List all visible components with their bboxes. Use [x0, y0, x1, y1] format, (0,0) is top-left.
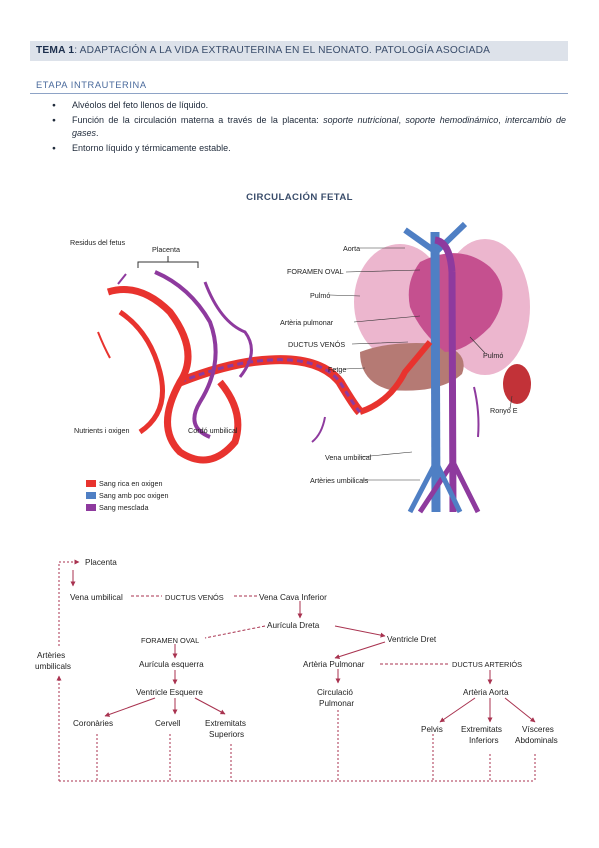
bullet-italic: intercambio de gases	[72, 115, 566, 138]
label-cordo: Cordó umbilical	[188, 426, 238, 435]
section-divider	[30, 93, 568, 94]
node-auricula-dreta: Aurícula Dreta	[267, 621, 320, 630]
chapter-title-rest: : ADAPTACIÓN A LA VIDA EXTRAUTERINA EN E…	[74, 45, 491, 56]
node-extremitats-inf-1: Extremitats	[461, 725, 502, 734]
node-coronaries: Coronàries	[73, 719, 113, 728]
label-vena-umbilical: Vena umbilical	[325, 453, 372, 462]
node-arteria-aorta: Artèria Aorta	[463, 688, 509, 697]
kidney-shape	[503, 364, 531, 404]
bullet-text: Función de la circulación materna a trav…	[72, 115, 324, 125]
label-placenta: Placenta	[152, 245, 180, 254]
bullet-italic: soporte nutricional	[323, 115, 399, 125]
bullet-sep: ,	[498, 115, 506, 125]
leader-lines	[329, 247, 513, 481]
arrow	[439, 697, 476, 723]
bullet-text: Entorno líquido y térmicamente estable.	[72, 143, 231, 153]
node-placenta: Placenta	[85, 558, 117, 567]
label-ductus-venos: DUCTUS VENÓS	[288, 340, 345, 349]
node-ductus-arterios: DUCTUS ARTERIÓS	[452, 660, 522, 669]
chapter-title-bold: TEMA 1	[36, 45, 75, 56]
label-arteria-pulmonar: Artèria pulmonar	[280, 318, 334, 327]
bullet-text: Alvéolos del feto llenos de líquido.	[72, 100, 209, 110]
circulation-flow-diagram: Placenta Vena umbilical DUCTUS VENÓS Ven…	[35, 558, 558, 782]
node-arteries-1: Artèries	[37, 651, 65, 660]
node-vena-cava: Vena Cava Inferior	[259, 593, 327, 602]
legend-label: Sang mesclada	[99, 503, 149, 512]
node-arteria-pulmonar: Artèria Pulmonar	[303, 660, 365, 669]
legend-label: Sang rica en oxigen	[99, 479, 163, 488]
node-extremitats-inf-2: Inferiors	[469, 736, 499, 745]
node-auricula-esquerra: Aurícula esquerra	[139, 660, 204, 669]
label-aorta: Aorta	[343, 244, 360, 253]
placenta-vessel-purple	[154, 270, 218, 439]
label-ronyo: Ronyó E	[490, 406, 518, 415]
node-circulacio-2: Pulmonar	[319, 699, 354, 708]
bullet-item: Entorno líquido y térmicamente estable.	[36, 142, 566, 155]
flow-arrow	[473, 386, 480, 438]
placenta-vessel-red-2	[118, 309, 165, 435]
return-line-top	[58, 559, 80, 646]
flow-arrow	[97, 331, 111, 359]
flow-arrow	[311, 416, 326, 443]
bullet-sep: .	[96, 128, 99, 138]
node-visceres-1: Vísceres	[522, 725, 554, 734]
arrow	[194, 697, 226, 715]
arrow	[334, 625, 386, 638]
node-ductus-venos: DUCTUS VENÓS	[165, 593, 224, 602]
label-arteries-umbilicals: Artèries umbilicals	[310, 476, 369, 485]
node-pelvis: Pelvis	[421, 725, 443, 734]
bullet-sep: ,	[398, 115, 406, 125]
legend-swatch-oxygen-poor	[86, 492, 96, 499]
fetal-circulation-illustration: Sang rica en oxigen Sang amb poc oxigen …	[70, 221, 531, 514]
legend-swatch-mixed	[86, 504, 96, 511]
arrow	[104, 697, 156, 717]
bullet-item: Función de la circulación materna a trav…	[36, 114, 566, 140]
node-arteries-2: umbilicals	[35, 662, 71, 671]
iliac-arteries	[417, 460, 481, 514]
section-heading: ETAPA INTRAUTERINA	[36, 80, 147, 90]
umbilical-vein-vessel	[358, 340, 433, 415]
node-cervell: Cervell	[155, 719, 181, 728]
node-circulacio-1: Circulació	[317, 688, 353, 697]
flow-arrow	[117, 273, 127, 285]
legend-label: Sang amb poc oxigen	[99, 491, 169, 500]
arrow	[504, 697, 536, 723]
placenta-vessel-red	[106, 286, 242, 464]
chapter-title-bar: TEMA 1: ADAPTACIÓN A LA VIDA EXTRAUTERIN…	[30, 41, 568, 61]
node-extremitats-sup-1: Extremitats	[205, 719, 246, 728]
label-residus: Residus del fetus	[70, 238, 126, 247]
iliac-veins	[407, 460, 463, 514]
label-fetge: Fetge	[328, 365, 346, 374]
label-pulmo-left: Pulmó	[310, 291, 330, 300]
label-nutrients: Nutrients i oxigen	[74, 426, 130, 435]
node-ventricle-dret: Ventricle Dret	[387, 635, 437, 644]
node-visceres-2: Abdominals	[515, 736, 558, 745]
label-foramen: FORAMEN OVAL	[287, 267, 344, 276]
chapter-title: TEMA 1: ADAPTACIÓN A LA VIDA EXTRAUTERIN…	[36, 45, 490, 56]
vena-cava-vessel	[430, 231, 441, 513]
upper-vessels	[403, 221, 468, 255]
node-foramen-oval: FORAMEN OVAL	[141, 636, 199, 645]
label-pulmo-right: Pulmó	[483, 351, 503, 360]
node-vena-umbilical: Vena umbilical	[70, 593, 123, 602]
node-ventricle-esquerre: Ventricle Esquerre	[136, 688, 203, 697]
placenta-vessel-purple-2	[203, 281, 253, 378]
bullet-item: Alvéolos del feto llenos de líquido.	[36, 99, 566, 112]
aorta-vessel	[434, 236, 457, 513]
figure-title: CIRCULACIÓN FETAL	[246, 192, 353, 203]
legend-swatch-oxygen-rich	[86, 480, 96, 487]
node-extremitats-sup-2: Superiors	[209, 730, 244, 739]
placenta-bracket	[137, 256, 199, 268]
bullet-italic: soporte hemodinámico	[405, 115, 499, 125]
umbilical-cord-twist	[179, 358, 362, 414]
arrow	[334, 641, 386, 660]
bullet-list: Alvéolos del feto llenos de líquido. Fun…	[36, 99, 566, 157]
dashed-link	[204, 625, 266, 639]
